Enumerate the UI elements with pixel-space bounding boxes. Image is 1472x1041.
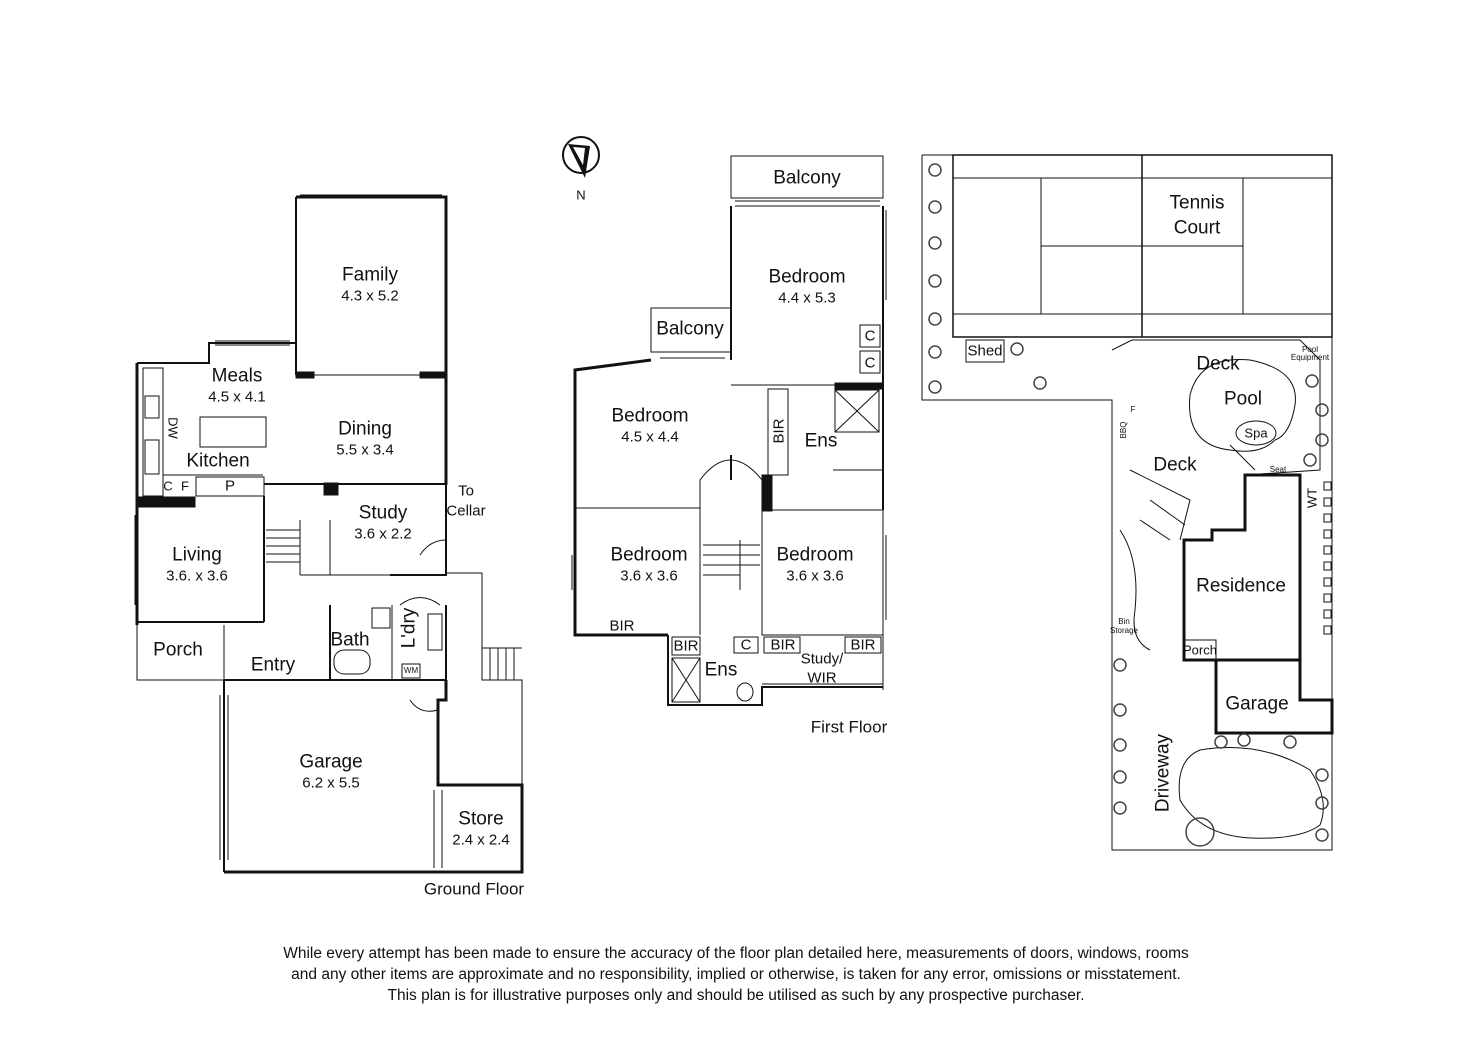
left-bedroom-dimensions: 4.5 x 4.4 <box>621 428 679 446</box>
to-cellar-label-line1: To <box>458 482 474 500</box>
left-bedroom-label: Bedroom <box>611 405 689 427</box>
residence-label: Residence <box>1196 575 1286 597</box>
bin-storage-label-line2: Storage <box>1109 626 1139 635</box>
living-room-label: Living <box>172 544 222 566</box>
store-room-label: Store <box>458 808 504 830</box>
balcony-top-label: Balcony <box>773 167 841 189</box>
dining-room-label: Dining <box>338 418 392 440</box>
pool-equipment-label-line2: Equipment <box>1290 353 1330 362</box>
deck-top-label: Deck <box>1196 353 1240 375</box>
tree-icon <box>928 163 1329 847</box>
lower-left-bedroom-label: Bedroom <box>610 544 688 566</box>
compass-north-label: N <box>576 187 586 203</box>
ground-floor-title: Ground Floor <box>423 879 525 899</box>
balcony-left-label: Balcony <box>656 318 724 340</box>
bath-label: Bath <box>330 629 370 651</box>
bir-mid-label: BIR <box>770 636 796 654</box>
kitchen-room-label: Kitchen <box>186 450 250 472</box>
fridge-label: F <box>181 478 189 494</box>
deck-mid-label: Deck <box>1153 454 1197 476</box>
living-room-dimensions: 3.6. x 3.6 <box>166 567 228 585</box>
water-tank-label: WT <box>1304 487 1320 509</box>
closet-c1-label: C <box>864 327 876 345</box>
bir-vertical-label: BIR <box>770 418 788 444</box>
bbq-label: BBQ <box>1119 421 1128 439</box>
meals-room-label: Meals <box>211 365 263 387</box>
entry-label: Entry <box>250 654 296 676</box>
shed-label: Shed <box>967 342 1003 360</box>
site-f-label: F <box>1130 405 1136 414</box>
lower-left-bedroom-dimensions: 3.6 x 3.6 <box>620 567 678 585</box>
closet-c3-label: C <box>740 636 752 654</box>
disclaimer-line-3: This plan is for illustrative purposes o… <box>387 987 1085 1004</box>
disclaimer-line-2: and any other items are approximate and … <box>291 966 1181 983</box>
site-garage-label: Garage <box>1225 693 1289 715</box>
spa-label: Spa <box>1244 425 1268 441</box>
lower-right-bedroom-label: Bedroom <box>776 544 854 566</box>
lower-right-bedroom-dimensions: 3.6 x 3.6 <box>786 567 844 585</box>
bir-right-label: BIR <box>850 636 876 654</box>
store-room-dimensions: 2.4 x 2.4 <box>452 831 510 849</box>
dining-room-dimensions: 5.5 x 3.4 <box>336 441 394 459</box>
ensuite-upper-label: Ens <box>804 430 838 452</box>
meals-room-dimensions: 4.5 x 4.1 <box>208 388 266 406</box>
ground-floor-plan <box>134 194 524 874</box>
garage-room-dimensions: 6.2 x 5.5 <box>302 774 360 792</box>
washing-machine-label: WM <box>403 666 419 675</box>
study-room-label: Study <box>358 502 408 524</box>
disclaimer-line-1: While every attempt has been made to ens… <box>283 945 1189 962</box>
bin-storage-label-line1: Bin <box>1118 617 1130 626</box>
study-wir-label-line2: WIR <box>807 669 837 687</box>
tennis-court-label-line1: Tennis <box>1169 192 1225 214</box>
garage-room-label: Garage <box>299 751 363 773</box>
first-floor-plan <box>571 155 887 706</box>
site-plan <box>921 154 1334 851</box>
driveway-label: Driveway <box>1152 733 1174 813</box>
laundry-label: L'dry <box>398 607 420 649</box>
bir-left-label: BIR <box>609 617 635 635</box>
ensuite-lower-label: Ens <box>704 659 738 681</box>
main-bedroom-label: Bedroom <box>768 266 846 288</box>
site-porch-label: Porch <box>1183 642 1217 658</box>
dishwasher-label: DW <box>165 417 181 439</box>
north-compass-icon <box>562 136 600 178</box>
pool-equipment-label-line1: Pool <box>1301 345 1319 354</box>
bir-ensuite-label: BIR <box>673 637 699 655</box>
cupboard-label: C <box>163 478 173 494</box>
study-room-dimensions: 3.6 x 2.2 <box>354 525 412 543</box>
disclaimer-text: While every attempt has been made to ens… <box>246 943 1226 1006</box>
tennis-court-label-line2: Court <box>1173 217 1221 239</box>
seat-label: Seat <box>1269 465 1287 474</box>
closet-c2-label: C <box>864 354 876 372</box>
pantry-label: P <box>224 477 236 495</box>
study-wir-label-line1: Study/ <box>800 650 844 668</box>
main-bedroom-dimensions: 4.4 x 5.3 <box>778 289 836 307</box>
first-floor-title: First Floor <box>810 717 888 737</box>
pool-label: Pool <box>1223 388 1263 410</box>
family-room-label: Family <box>342 264 398 286</box>
family-room-dimensions: 4.3 x 5.2 <box>341 287 399 305</box>
to-cellar-label-line2: Cellar <box>446 502 486 520</box>
porch-label: Porch <box>153 639 203 661</box>
